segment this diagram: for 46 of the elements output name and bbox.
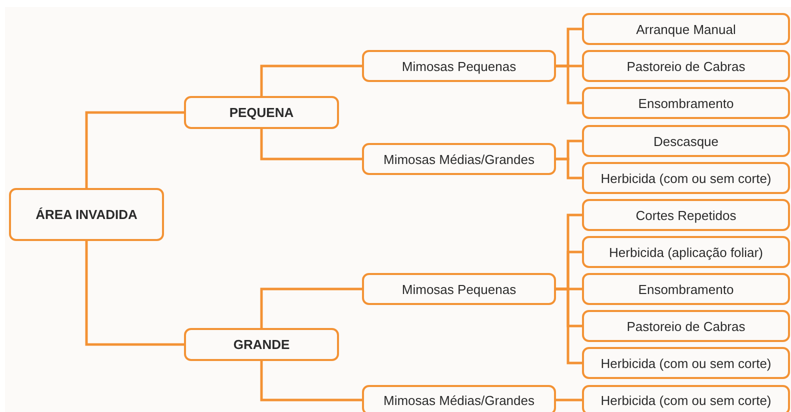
- connector-line: [556, 288, 582, 364]
- process-box: [582, 13, 790, 45]
- connector-line: [85, 111, 184, 188]
- node-label: Herbicida (aplicação foliar): [609, 244, 763, 260]
- connector-line: [556, 158, 582, 180]
- node-label: Cortes Repetidos: [636, 208, 736, 222]
- node-label: Ensombramento: [638, 96, 734, 110]
- process-box: [184, 328, 339, 361]
- node-label: Mimosas Médias/Grandes: [384, 392, 534, 408]
- node-label: Descasque: [653, 134, 719, 148]
- process-box: [582, 347, 790, 379]
- connector-line: [260, 129, 362, 160]
- process-box: [582, 310, 790, 342]
- node-label: Arranque Manual: [636, 22, 736, 36]
- process-box: [9, 188, 164, 241]
- connector-line: [260, 64, 362, 96]
- process-box: [582, 87, 790, 119]
- process-box: [362, 143, 556, 175]
- process-box: [362, 273, 556, 305]
- process-box: [582, 385, 790, 412]
- node-label: Mimosas Pequenas: [402, 58, 516, 74]
- node-label: Ensombramento: [638, 282, 734, 296]
- process-box: [582, 273, 790, 305]
- connector-line: [260, 288, 362, 328]
- process-box: [362, 50, 556, 82]
- connector-line: [260, 361, 362, 402]
- process-box: [184, 96, 339, 129]
- node-label: Mimosas Pequenas: [402, 282, 516, 296]
- process-box: [582, 199, 790, 231]
- node-label: Herbicida (com ou sem corte): [600, 356, 772, 370]
- node-label: Herbicida (com ou sem corte): [600, 392, 772, 408]
- connector-line: [556, 64, 582, 104]
- node-label: PEQUENA: [229, 105, 294, 120]
- connector-line: [85, 241, 184, 346]
- process-box: [582, 125, 790, 157]
- node-label: Herbicida (com ou sem corte): [600, 170, 772, 186]
- node-label: ÁREA INVADIDA: [36, 207, 138, 222]
- node-label: Mimosas Médias/Grandes: [384, 152, 534, 166]
- process-box: [582, 236, 790, 268]
- node-label: Pastoreio de Cabras: [626, 58, 746, 74]
- node-label: GRANDE: [233, 337, 290, 352]
- process-box: [582, 162, 790, 194]
- process-box: [362, 385, 556, 412]
- process-box: [582, 50, 790, 82]
- connector-line: [556, 398, 582, 402]
- node-label: Pastoreio de Cabras: [626, 318, 746, 334]
